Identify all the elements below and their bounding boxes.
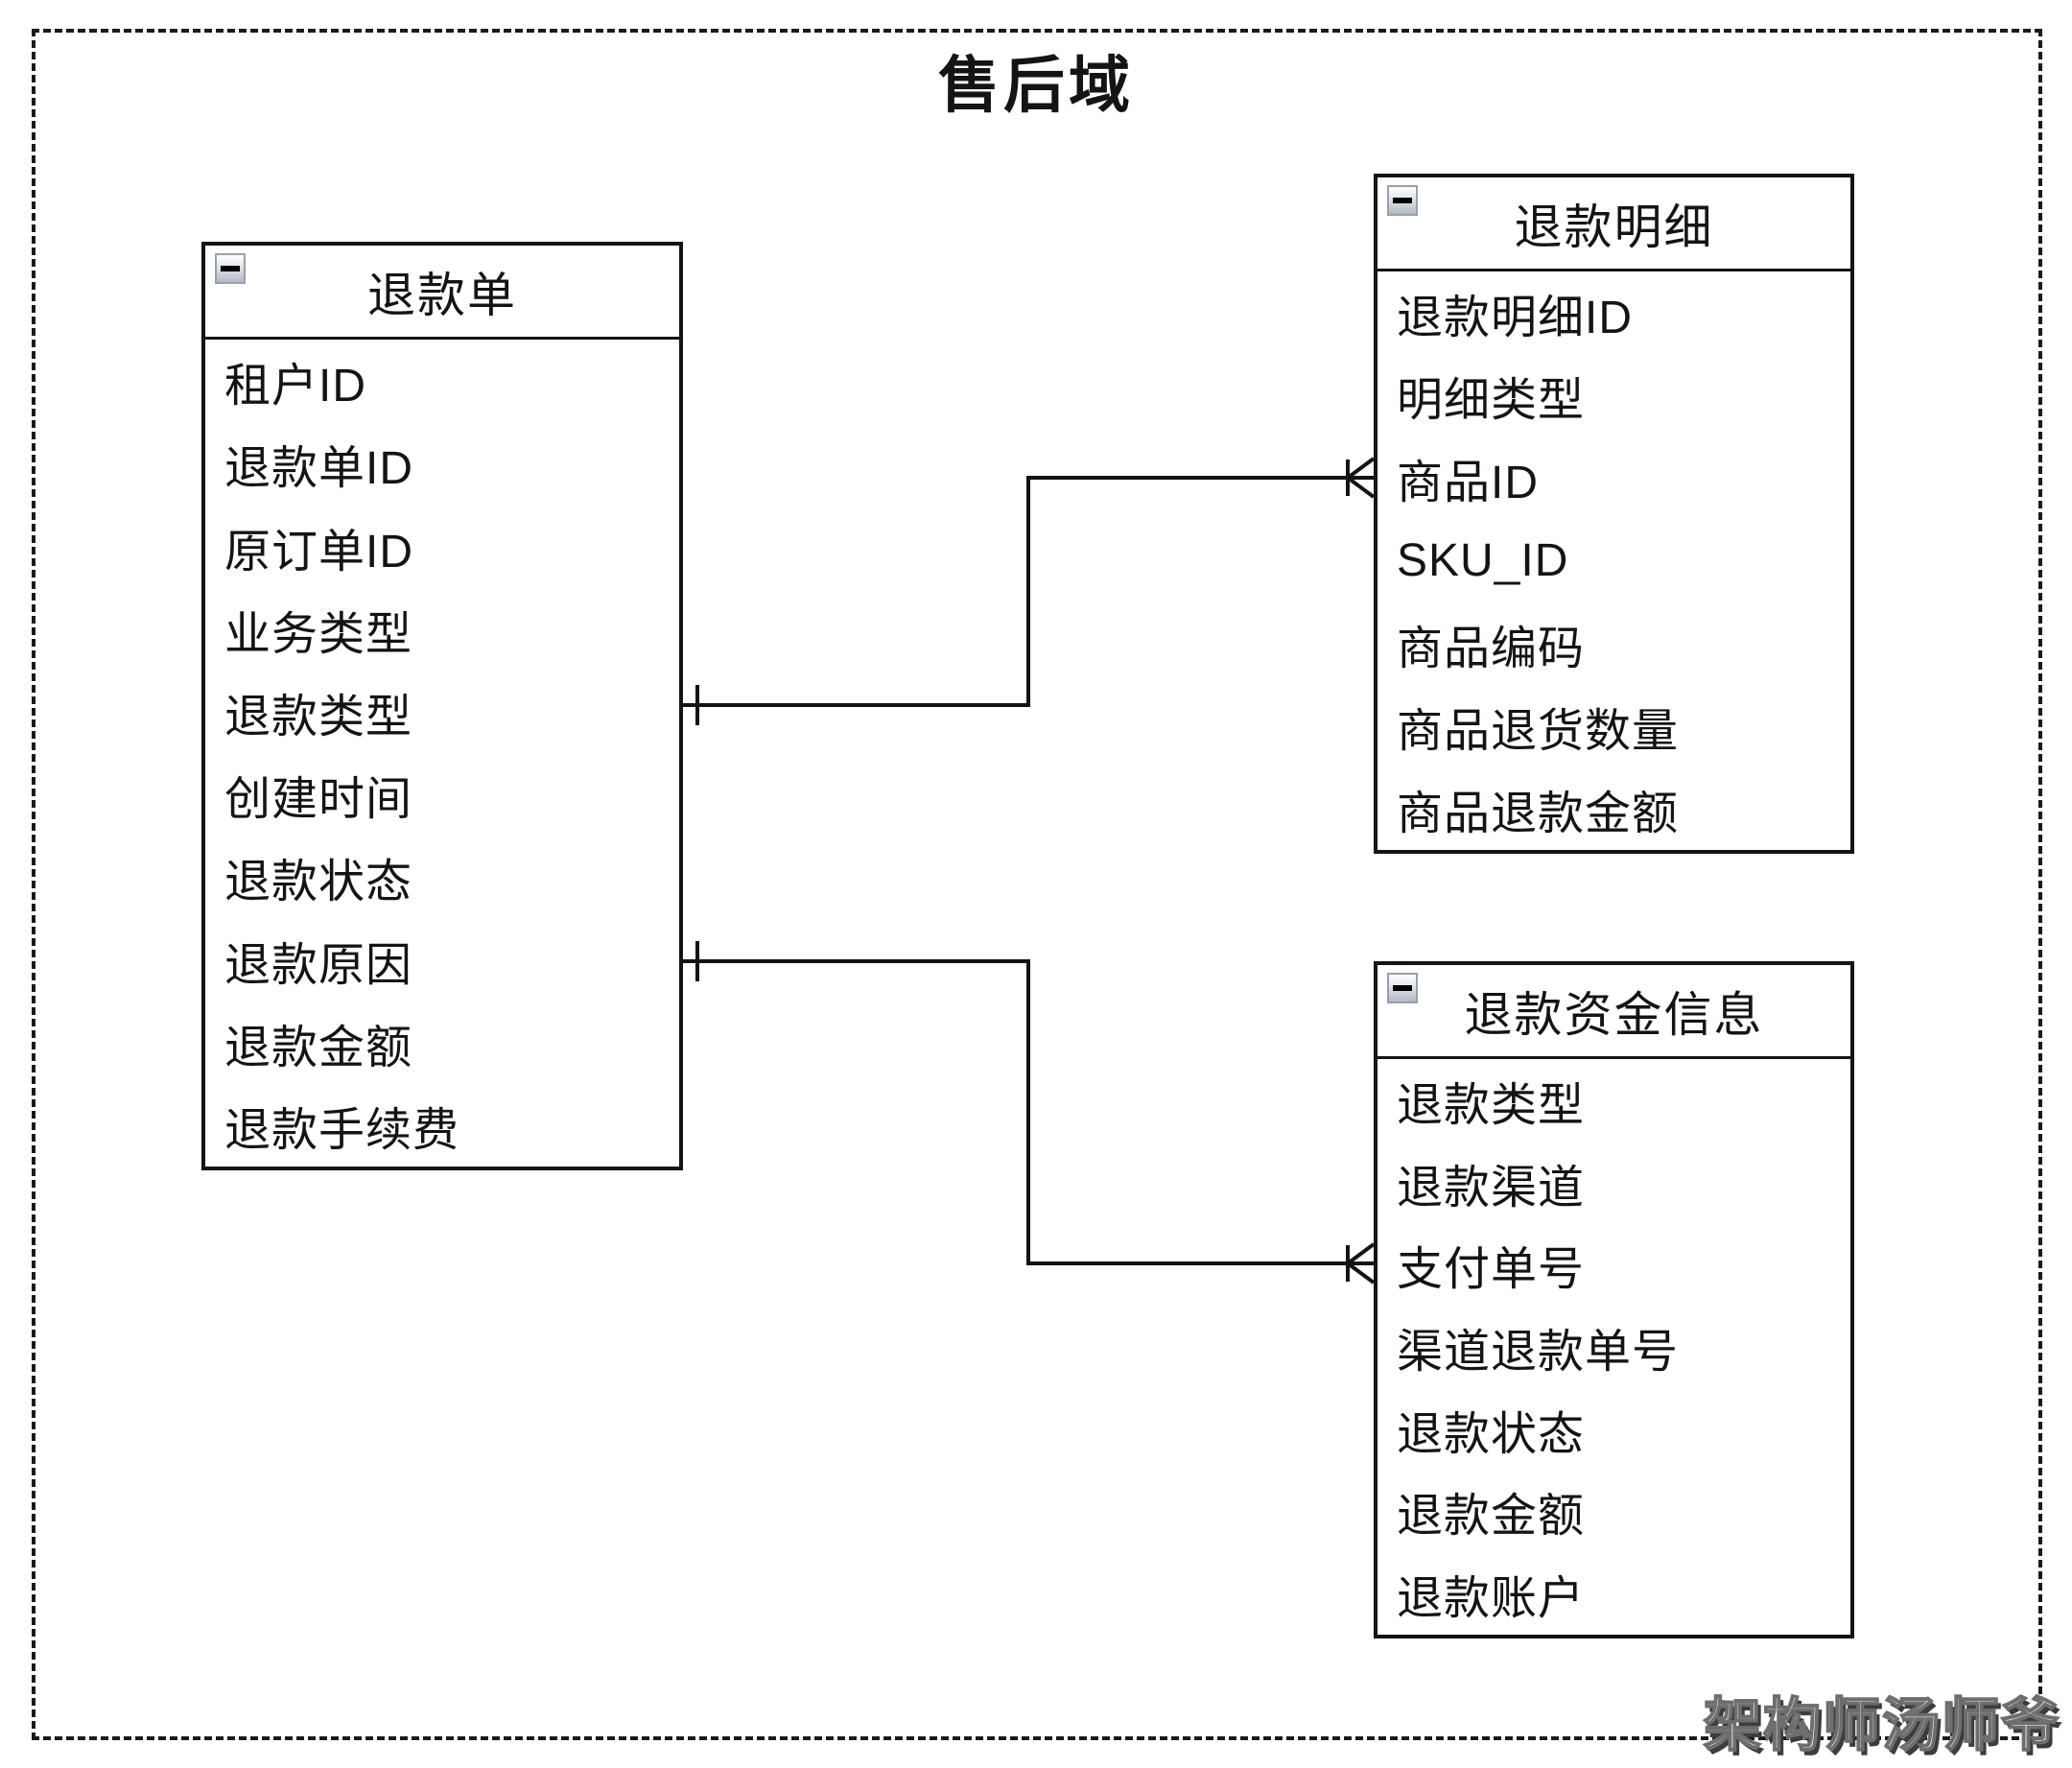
- entity-header: 退款资金信息: [1377, 965, 1850, 1059]
- entity-field[interactable]: 退款金额: [224, 1022, 413, 1073]
- entity-refund-order[interactable]: 退款单 租户ID 退款单ID 原订单ID 业务类型 退款类型 创建时间 退款状态…: [201, 242, 683, 1170]
- entity-field[interactable]: 渠道退款单号: [1397, 1327, 1680, 1379]
- domain-boundary-dashed-border: [32, 29, 2042, 1740]
- entity-field[interactable]: 商品ID: [1397, 458, 1540, 509]
- entity-field[interactable]: 退款类型: [1397, 1079, 1586, 1131]
- collapse-minus-icon[interactable]: [215, 253, 246, 284]
- entity-field[interactable]: 退款账户: [1397, 1573, 1586, 1625]
- entity-field[interactable]: 支付单号: [1397, 1244, 1586, 1296]
- entity-title: 退款明细: [1514, 200, 1714, 254]
- minus-bar: [1393, 985, 1412, 991]
- entity-field-list: 退款明细ID 明细类型 商品ID SKU_ID 商品编码 商品退货数量 商品退款…: [1377, 271, 1850, 850]
- entity-header: 退款明细: [1377, 177, 1850, 271]
- diagram-title: 售后域: [938, 51, 1134, 120]
- entity-field[interactable]: SKU_ID: [1397, 534, 1569, 586]
- entity-field[interactable]: 业务类型: [224, 608, 413, 660]
- entity-field[interactable]: 退款单ID: [224, 443, 414, 495]
- entity-field[interactable]: 创建时间: [224, 774, 413, 826]
- entity-field[interactable]: 商品编码: [1397, 623, 1586, 674]
- entity-field[interactable]: 退款状态: [224, 857, 413, 908]
- entity-field[interactable]: 退款原因: [224, 939, 413, 991]
- entity-field[interactable]: 租户ID: [224, 361, 367, 413]
- entity-refund-fund-info[interactable]: 退款资金信息 退款类型 退款渠道 支付单号 渠道退款单号 退款状态 退款金额 退…: [1374, 961, 1854, 1638]
- entity-field[interactable]: 退款类型: [224, 691, 413, 743]
- entity-title: 退款资金信息: [1464, 987, 1764, 1042]
- watermark: 架构师汤师爷: [1703, 1692, 2060, 1758]
- entity-header: 退款单: [205, 246, 679, 340]
- entity-field[interactable]: 原订单ID: [224, 526, 414, 578]
- entity-field-list: 退款类型 退款渠道 支付单号 渠道退款单号 退款状态 退款金额 退款账户: [1377, 1059, 1850, 1635]
- entity-field[interactable]: 退款状态: [1397, 1408, 1586, 1460]
- entity-field[interactable]: 商品退货数量: [1397, 705, 1680, 757]
- minus-bar: [1393, 198, 1412, 203]
- entity-title: 退款单: [367, 268, 517, 322]
- collapse-minus-icon[interactable]: [1387, 973, 1418, 1003]
- entity-field[interactable]: 退款金额: [1397, 1491, 1586, 1543]
- entity-field[interactable]: 明细类型: [1397, 375, 1586, 427]
- entity-field-list: 租户ID 退款单ID 原订单ID 业务类型 退款类型 创建时间 退款状态 退款原…: [205, 340, 679, 1167]
- entity-field[interactable]: 退款明细ID: [1397, 293, 1634, 344]
- entity-field[interactable]: 退款渠道: [1397, 1162, 1586, 1214]
- entity-field[interactable]: 商品退款金额: [1397, 788, 1680, 839]
- minus-bar: [221, 266, 240, 271]
- collapse-minus-icon[interactable]: [1387, 185, 1418, 216]
- entity-refund-detail[interactable]: 退款明细 退款明细ID 明细类型 商品ID SKU_ID 商品编码 商品退货数量…: [1374, 174, 1854, 854]
- entity-field[interactable]: 退款手续费: [224, 1104, 460, 1156]
